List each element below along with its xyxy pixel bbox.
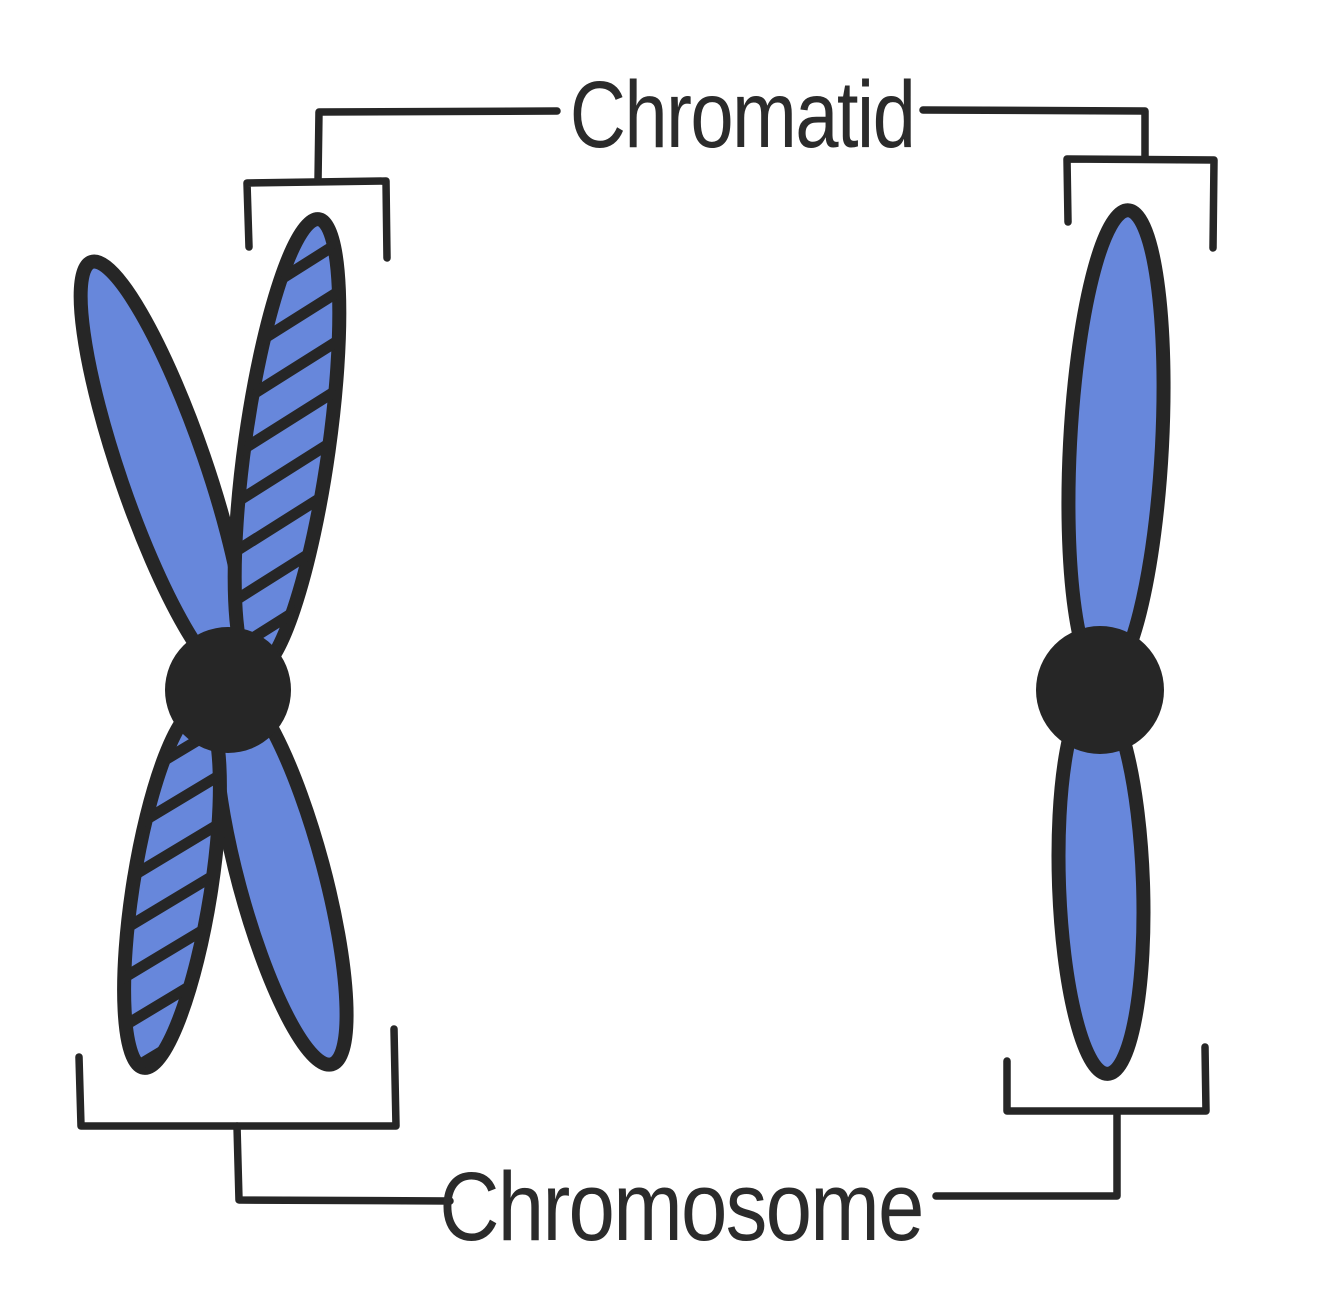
chromatid-bracket-right — [1063, 155, 1218, 252]
chromosome-callout — [75, 1025, 1210, 1205]
chromosome-connector-right — [932, 1109, 1121, 1200]
centromere-right — [1036, 626, 1164, 754]
chromosome-bracket-right — [1003, 1043, 1210, 1115]
chromosome-connector-left — [233, 1122, 454, 1205]
chromatid-connector-left — [314, 107, 561, 185]
single-chromatid — [1036, 203, 1171, 1081]
single-chromatid-upper-arm — [1061, 203, 1171, 687]
chromatid-label: Chromatid — [570, 62, 915, 168]
x-chromosome — [73, 212, 361, 1075]
chromatid-bracket-left — [243, 177, 391, 262]
chromosome-label: Chromosome — [439, 1153, 922, 1261]
centromere-left — [165, 627, 291, 753]
chromatid-callout — [243, 106, 1218, 262]
chromatid-connector-right — [919, 106, 1149, 163]
